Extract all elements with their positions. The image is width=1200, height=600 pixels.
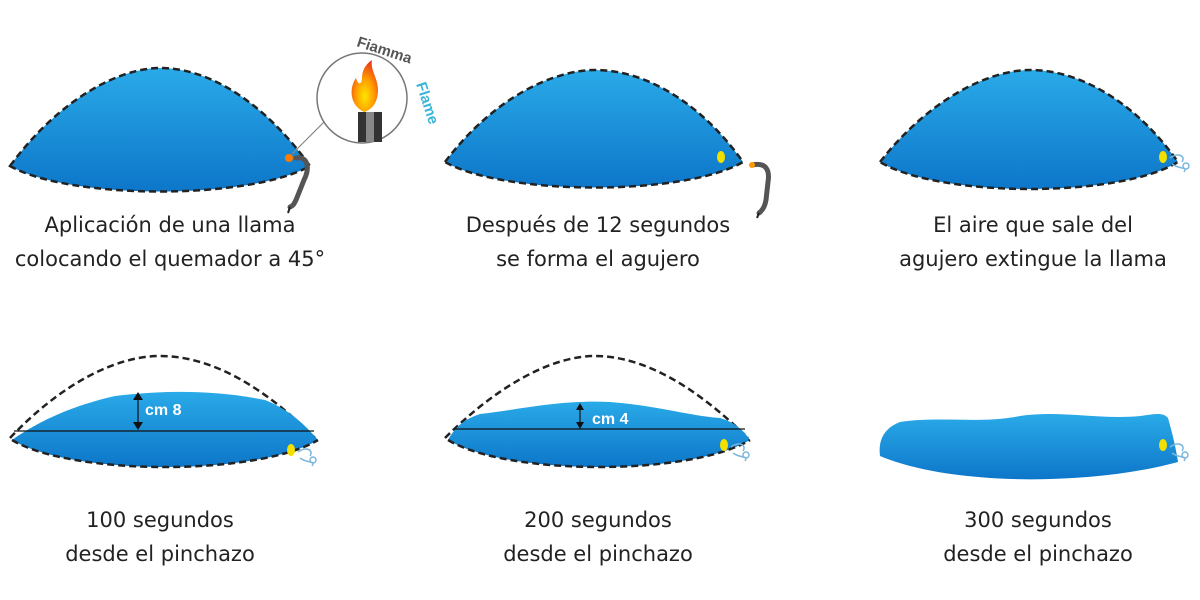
caption-line-2: desde el pinchazo xyxy=(943,542,1133,566)
inset-leader-line xyxy=(291,120,326,155)
panel-100-seconds: cm 8 xyxy=(9,354,319,469)
panel-flame-extinguished xyxy=(878,68,1190,191)
caption-line-1: Aplicación de una llama xyxy=(44,213,296,237)
hole-marker-icon xyxy=(717,151,725,163)
caption-line-2: desde el pinchazo xyxy=(503,542,693,566)
deflated-dome xyxy=(879,414,1178,480)
deflating-dome xyxy=(448,401,750,467)
caption-line-2: desde el pinchazo xyxy=(65,542,255,566)
height-arrow-icon xyxy=(133,392,143,430)
base-outline xyxy=(447,438,751,469)
step-caption-hole-formed: Después de 12 segundos se forma el aguje… xyxy=(408,208,788,276)
panel-300-seconds xyxy=(879,414,1189,480)
caption-line-2: colocando el quemador a 45° xyxy=(14,247,326,271)
hole-marker-icon xyxy=(1159,439,1167,451)
step-caption-100-seconds: 100 segundos desde el pinchazo xyxy=(0,503,350,571)
hole-marker-icon xyxy=(287,444,295,456)
height-measure-label: cm 4 xyxy=(592,411,629,428)
step-caption-200-seconds: 200 segundos desde el pinchazo xyxy=(408,503,788,571)
caption-line-2: se forma el agujero xyxy=(496,247,700,271)
panel-hole-formed xyxy=(443,68,771,219)
caption-line-1: 200 segundos xyxy=(524,508,672,532)
flame-label-flame: Flame xyxy=(412,80,442,126)
height-measure-label: cm 8 xyxy=(145,402,182,419)
original-outline xyxy=(444,354,749,439)
panel-flame-application: Fiamma Flame xyxy=(8,34,442,214)
flame-inset: Fiamma Flame xyxy=(316,34,442,144)
caption-line-1: 300 segundos xyxy=(964,508,1112,532)
burner-icon xyxy=(749,161,771,219)
deflating-dome xyxy=(12,391,318,467)
height-arrow-icon xyxy=(576,403,584,429)
air-flow-icon xyxy=(297,448,317,467)
air-flow-icon xyxy=(730,443,750,462)
inflated-dome xyxy=(443,68,745,189)
caption-line-2: agujero extingue la llama xyxy=(899,247,1167,271)
step-caption-flame-application: Aplicación de una llama colocando el que… xyxy=(0,208,360,276)
flame-icon xyxy=(351,60,378,112)
inflated-dome xyxy=(8,66,312,193)
burner-icon xyxy=(285,154,310,214)
caption-line-1: El aire que sale del xyxy=(933,213,1133,237)
air-flow-icon xyxy=(1169,443,1189,462)
inflated-dome xyxy=(878,68,1180,191)
original-outline xyxy=(9,354,316,439)
step-caption-flame-extinguished: El aire que sale del agujero extingue la… xyxy=(843,208,1200,276)
panel-200-seconds: cm 4 xyxy=(444,354,751,469)
flame-spark-icon xyxy=(285,154,293,162)
hole-marker-icon xyxy=(720,439,728,451)
hole-marker-icon xyxy=(1159,151,1167,163)
caption-line-1: 100 segundos xyxy=(86,508,234,532)
air-flow-icon xyxy=(1169,154,1190,173)
caption-line-1: Después de 12 segundos xyxy=(465,213,731,237)
burner-nozzle-icon xyxy=(358,112,382,142)
step-caption-300-seconds: 300 segundos desde el pinchazo xyxy=(848,503,1200,571)
